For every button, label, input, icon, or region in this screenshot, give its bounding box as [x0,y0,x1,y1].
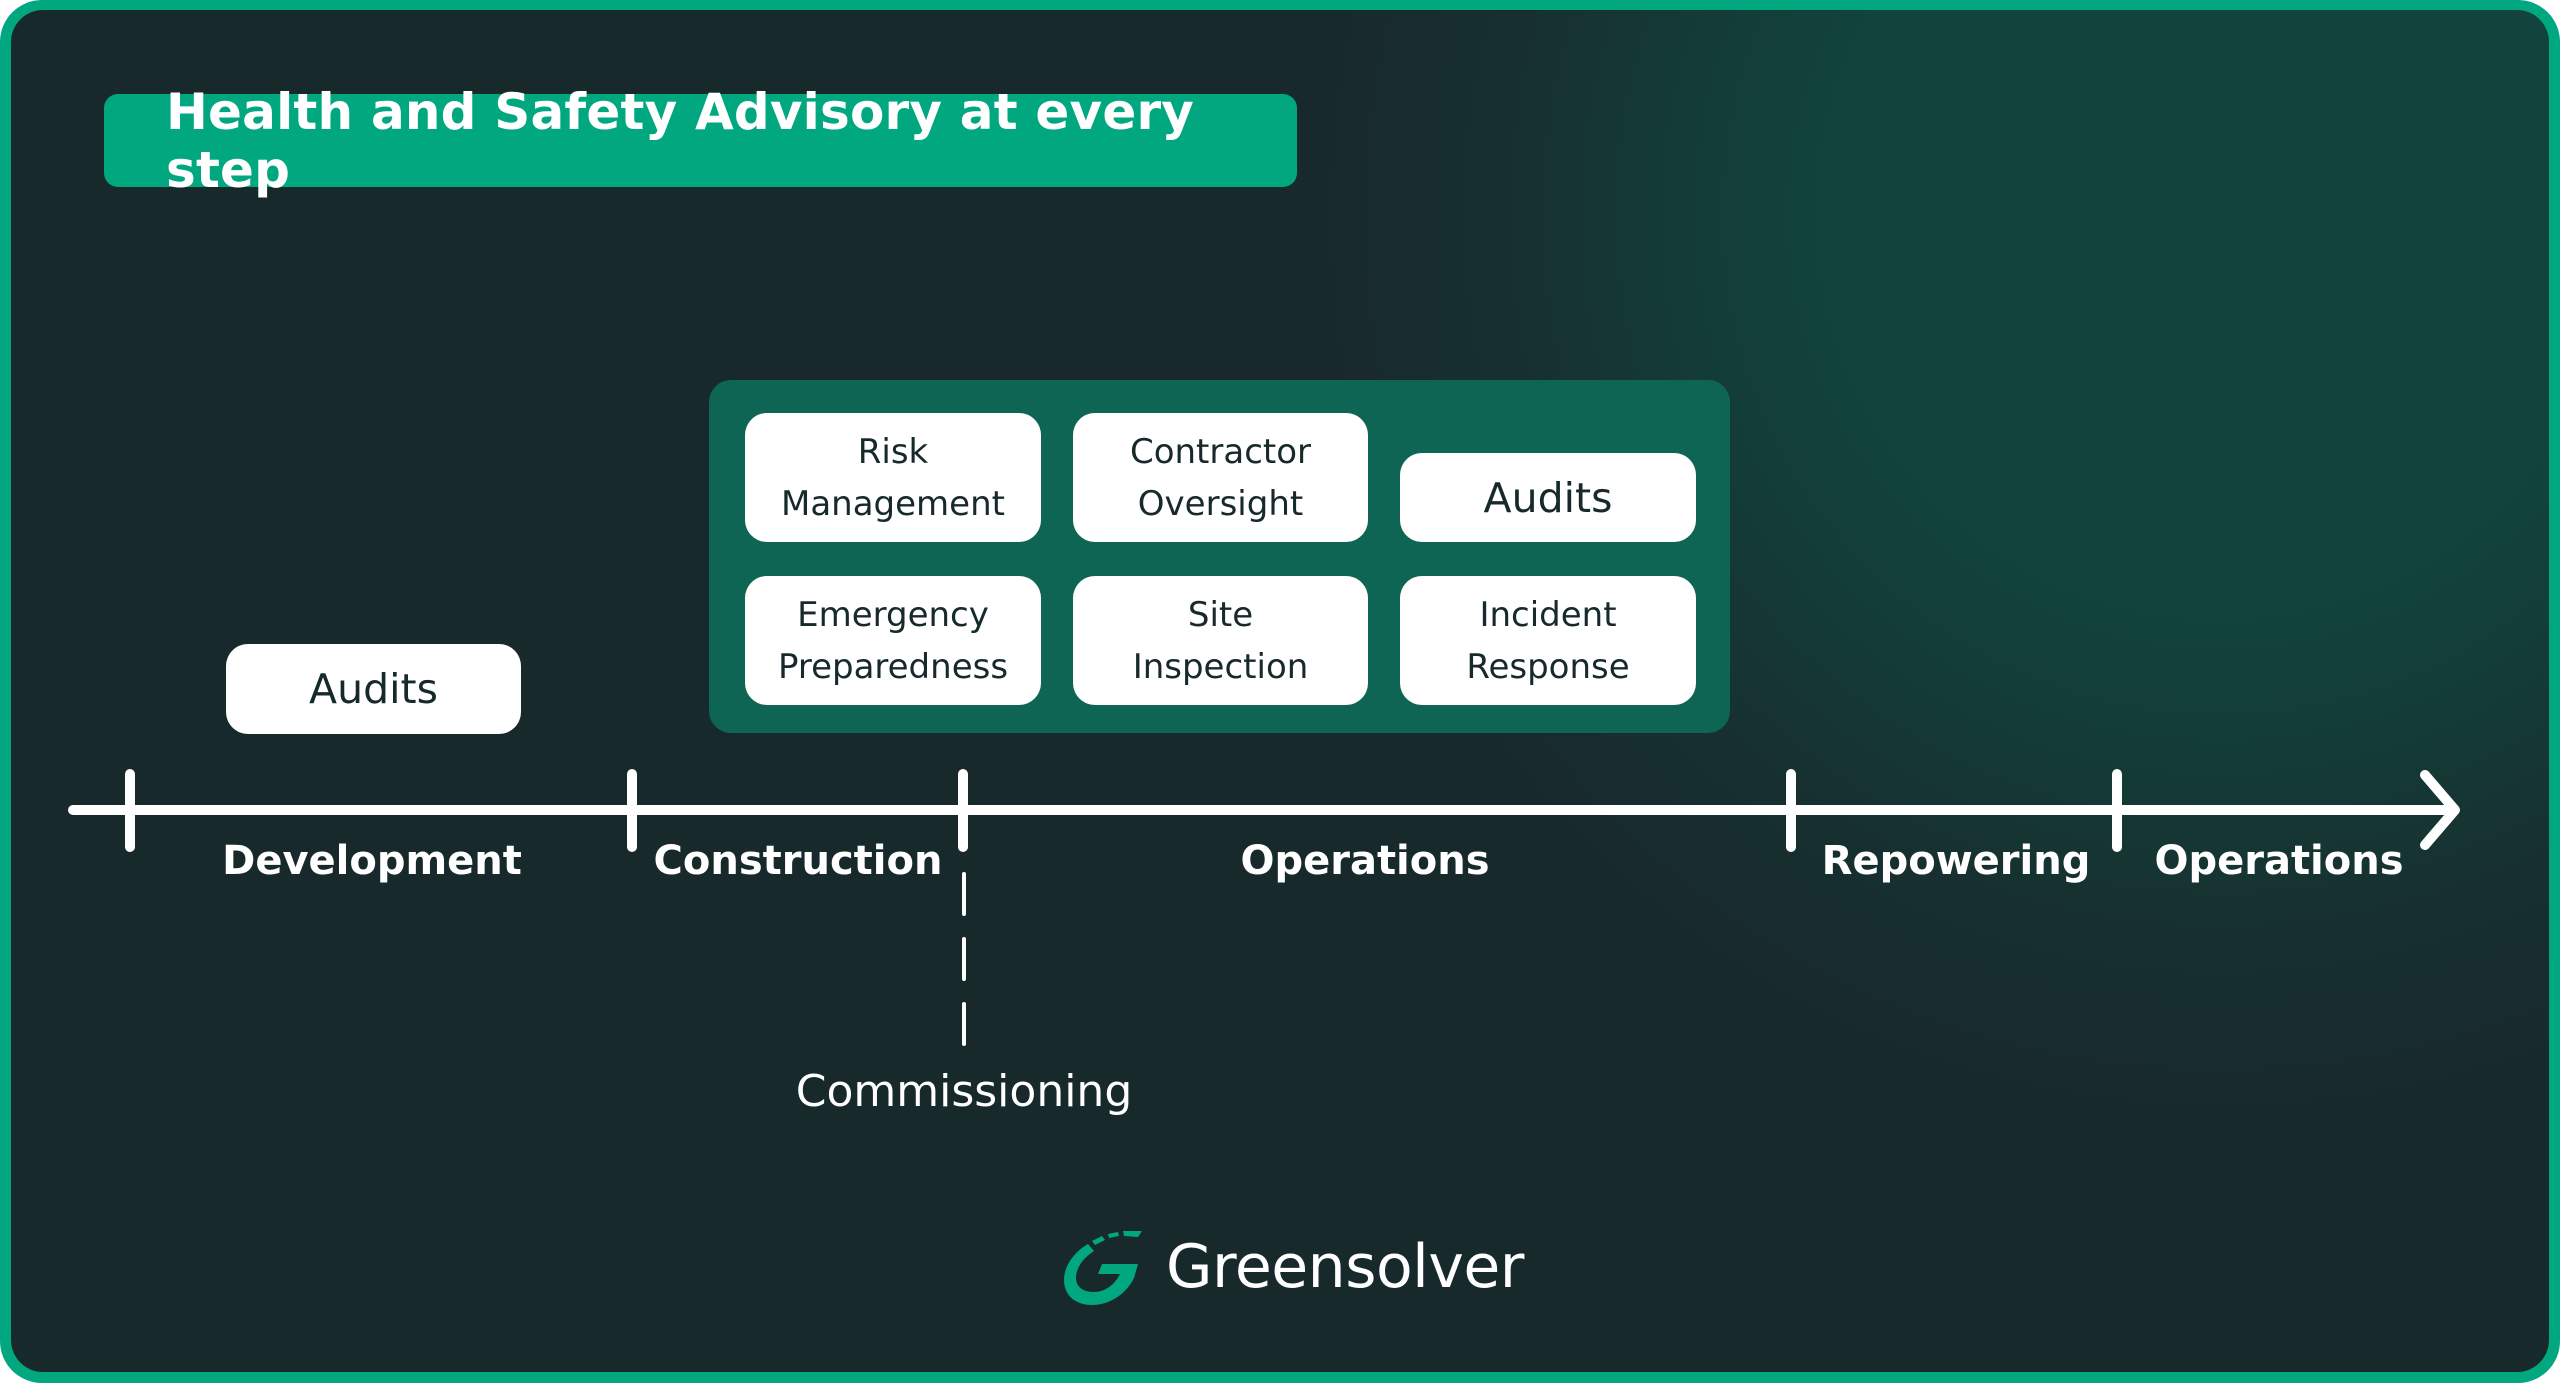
card-label: Audits [309,665,438,713]
greensolver-logo: Greensolver [1058,1226,1524,1308]
card-risk-management: Risk Management [745,413,1041,542]
card-label: Contractor Oversight [1129,431,1312,524]
card-label: Incident Response [1466,594,1630,687]
logo-text: Greensolver [1166,1232,1524,1302]
arrow-right-icon [2420,770,2460,850]
card-label: Site Inspection [1132,594,1309,687]
card-site-inspection: Site Inspection [1073,576,1368,705]
greensolver-g-icon [1064,1231,1142,1305]
card-contractor-oversight: Contractor Oversight [1073,413,1368,542]
card-label: Audits [1483,473,1613,522]
phase-label-repowering: Repowering [1821,838,2091,884]
card-label: Emergency Preparedness [777,594,1009,687]
phase-label-construction: Construction [653,838,943,884]
phase-label-operations-2: Operations [2154,838,2404,884]
phase-label-development: Development [222,838,522,884]
page-title: Health and Safety Advisory at every step [166,82,1195,199]
card-audits-operations: Audits [1400,453,1696,542]
phase-label-operations: Operations [1240,838,1490,884]
card-audits-development: Audits [226,644,521,734]
title-badge: Health and Safety Advisory at every step [104,83,1297,199]
milestone-label-commissioning: Commissioning [795,1066,1133,1117]
card-emergency-preparedness: Emergency Preparedness [745,576,1041,705]
card-label: Risk Management [781,431,1005,524]
card-incident-response: Incident Response [1400,576,1696,705]
